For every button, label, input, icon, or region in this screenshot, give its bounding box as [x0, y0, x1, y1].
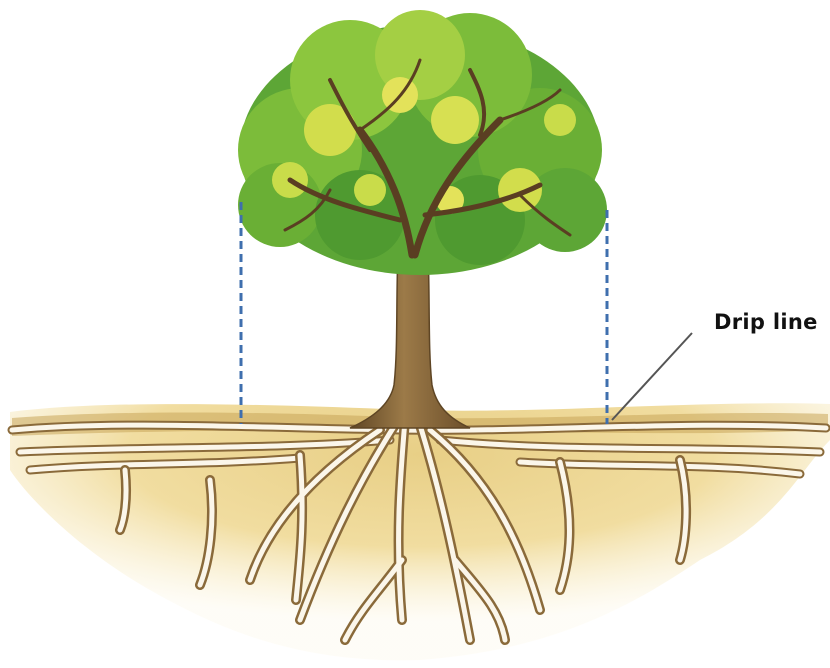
drip-line-label: Drip line	[714, 312, 818, 333]
tree-trunk	[350, 250, 470, 428]
